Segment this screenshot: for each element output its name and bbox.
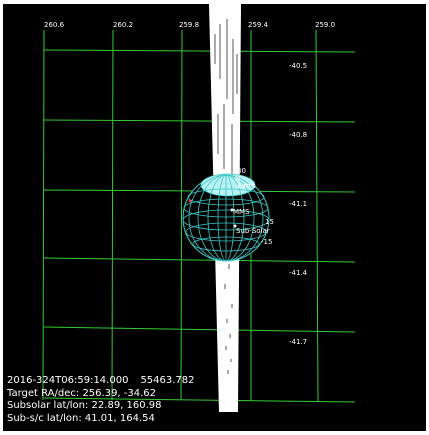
ra-label: 259.0 — [315, 21, 336, 29]
sky-view[interactable]: 260.6 260.2 259.8 259.4 259.0 -40.5 -40.… — [3, 4, 426, 431]
subsolar-line: Subsolar lat/lon: 22.89, 160.98 — [7, 400, 195, 413]
dec-label: -40.8 — [289, 131, 308, 139]
sub-solar-label: Sub-Solar — [236, 227, 270, 235]
ra-label: 260.2 — [113, 21, 134, 29]
earth-label: Earth — [237, 182, 256, 190]
sub-spacecraft-marker — [230, 208, 234, 212]
ra-label: 259.4 — [248, 21, 269, 29]
dec-label: -41.1 — [289, 200, 308, 208]
target-radec-label: Target RA/dec: — [7, 387, 80, 399]
dec-label: -40.5 — [289, 62, 308, 70]
earth-globe — [182, 173, 270, 262]
sub-spacecraft-value: 41.01, 164.54 — [84, 412, 155, 424]
ra-line — [111, 29, 114, 401]
sky-plot — [42, 4, 356, 412]
dec-label: -41.7 — [289, 338, 308, 346]
limb-marker — [188, 199, 192, 203]
dec-line — [43, 257, 356, 263]
globe-top-tick-label: 30 — [237, 167, 246, 175]
ra-line — [42, 29, 45, 401]
time-line: 2016-324T06:59:14.000 55463.782 — [7, 375, 195, 388]
info-panel: 2016-324T06:59:14.000 55463.782 Target RA… — [7, 375, 195, 425]
timestamp: 2016-324T06:59:14.000 — [7, 375, 129, 386]
ra-label: 259.8 — [179, 21, 200, 29]
north-pole-label: N — [235, 175, 241, 183]
target-radec-line: Target RA/dec: 256.39, -34.62 — [7, 388, 195, 401]
coordinate-grid — [42, 29, 356, 403]
spacecraft-label: MMS — [233, 208, 250, 216]
ra-line — [315, 29, 319, 403]
subsolar-label: Subsolar lat/lon: — [7, 400, 89, 411]
ra-label: 260.6 — [44, 21, 65, 29]
sub-solar-marker — [233, 224, 237, 228]
target-radec-value: 256.39, -34.62 — [82, 387, 157, 399]
ra-line — [180, 29, 183, 401]
mjd-value: 55463.782 — [140, 375, 195, 386]
sub-spacecraft-line: Sub-s/c lat/lon: 41.01, 164.54 — [7, 413, 195, 426]
dec-line — [43, 397, 356, 403]
latitude-plus-label: 15 — [265, 218, 274, 226]
dec-line — [43, 49, 356, 53]
subsolar-value: 22.89, 160.98 — [91, 400, 162, 411]
dec-line — [43, 326, 356, 333]
polar-cap — [200, 173, 256, 197]
sub-spacecraft-label: Sub-s/c lat/lon: — [7, 412, 82, 424]
latitude-minus-label: -15 — [261, 238, 273, 246]
dec-label: -41.4 — [289, 269, 308, 277]
dec-line — [43, 119, 356, 123]
